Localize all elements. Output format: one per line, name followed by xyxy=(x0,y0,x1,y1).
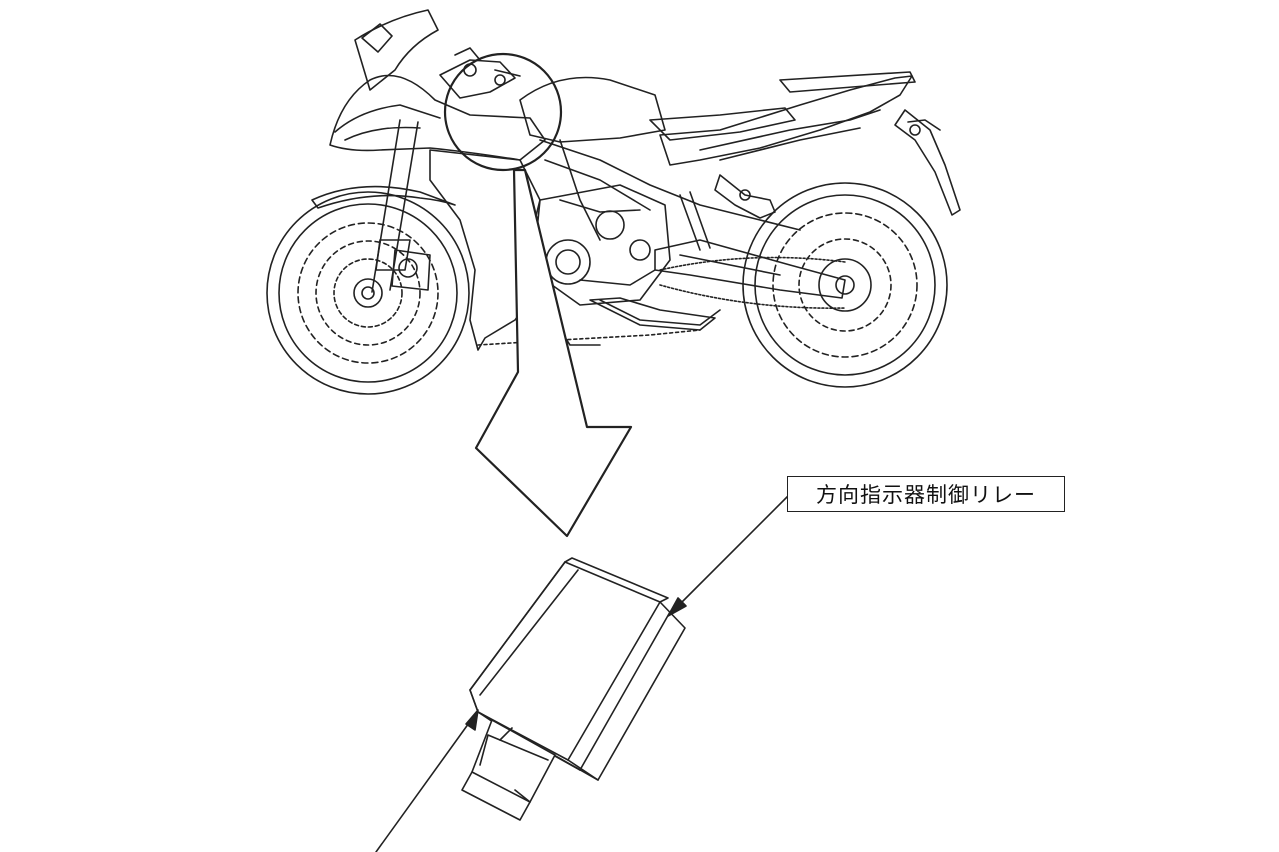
label-leader-arrowhead xyxy=(667,597,687,617)
motorcycle-illustration xyxy=(266,9,961,395)
front-fork xyxy=(371,119,431,293)
rear-wheel xyxy=(742,182,948,388)
handlebar-assembly xyxy=(439,47,521,99)
turn-signal-relay xyxy=(461,557,686,821)
frame xyxy=(539,139,801,231)
upper-fairing xyxy=(329,74,546,161)
front-wheel xyxy=(266,191,470,395)
label-leader-line xyxy=(671,493,791,613)
license-plate-bracket xyxy=(894,109,961,216)
relay-label: 方向指示器制御リレー xyxy=(816,483,1036,507)
front-fender xyxy=(311,185,456,209)
swingarm xyxy=(654,239,846,299)
engine xyxy=(529,184,721,326)
seat xyxy=(649,107,796,141)
drive-chain xyxy=(659,256,846,309)
mirror xyxy=(361,23,393,53)
lower-fairing xyxy=(429,149,541,351)
exhaust xyxy=(589,297,716,331)
location-circle xyxy=(443,52,563,172)
fuel-tank xyxy=(519,76,666,143)
location-arrow xyxy=(474,168,633,538)
bottom-leader-line xyxy=(375,715,475,852)
zoom-callout xyxy=(443,52,563,172)
leader-lines xyxy=(375,493,791,852)
windscreen xyxy=(354,9,439,91)
tail-cowl xyxy=(659,75,913,166)
bottom-leader-arrowhead xyxy=(465,709,479,731)
relay-label-box: 方向指示器制御リレー xyxy=(787,476,1065,512)
rear-shock xyxy=(679,191,711,251)
